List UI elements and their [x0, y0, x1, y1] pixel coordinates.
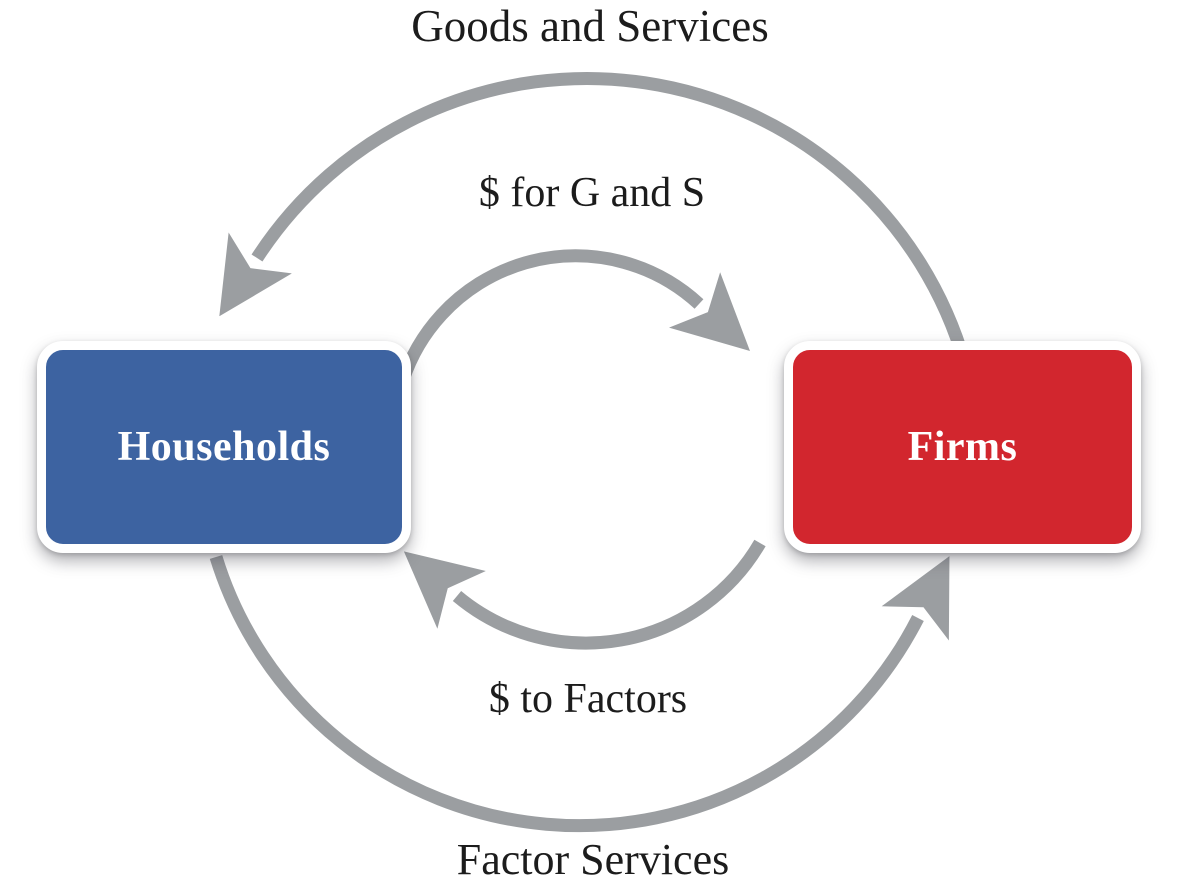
- flow-label-money-to-factors: $ to Factors: [488, 676, 688, 722]
- money-to-factors-arrow: [403, 539, 766, 650]
- households-node: Households: [37, 341, 411, 553]
- factor-services-arrow: [209, 555, 950, 833]
- flow-label-factor-services: Factor Services: [456, 835, 730, 884]
- firms-label: Firms: [907, 424, 1018, 470]
- flow-label-money-for-goods: $ for G and S: [478, 170, 706, 216]
- goods-and-services-arrow: [219, 71, 972, 366]
- firms-node: Firms: [784, 341, 1141, 553]
- flow-label-goods-and-services: Goods and Services: [411, 1, 769, 51]
- money-for-goods-arrow: [393, 249, 751, 392]
- households-label: Households: [117, 424, 331, 470]
